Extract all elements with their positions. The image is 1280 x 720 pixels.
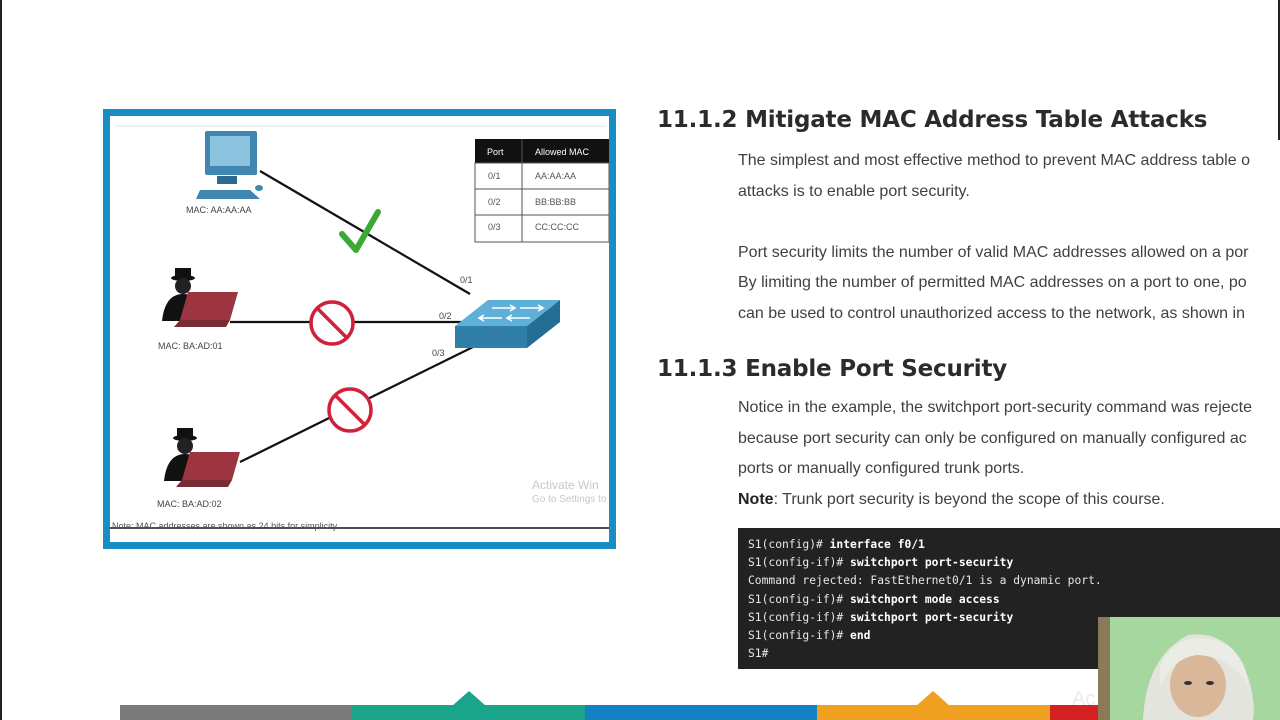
host-label-pc: MAC: AA:AA:AA bbox=[186, 205, 252, 215]
section-heading: 11.1.2 Mitigate MAC Address Table Attack… bbox=[657, 107, 1208, 133]
paragraph-line: because port security can only be config… bbox=[738, 430, 1247, 447]
paragraph-line: ports or manually configured trunk ports… bbox=[738, 460, 1025, 477]
table-cell: CC:CC:CC bbox=[535, 222, 579, 232]
bottom-bar-segment bbox=[817, 705, 1050, 720]
bottom-bar-segment bbox=[585, 705, 817, 720]
section-heading: 11.1.3 Enable Port Security bbox=[657, 356, 1008, 382]
note-line: Note: Trunk port security is beyond the … bbox=[738, 491, 1165, 509]
paragraph-line: Port security limits the number of valid… bbox=[738, 244, 1249, 261]
bottom-bar-segment bbox=[352, 705, 585, 720]
webcam-overlay bbox=[1098, 617, 1280, 720]
table-cell: BB:BB:BB bbox=[535, 197, 576, 207]
paragraph-line: The simplest and most effective method t… bbox=[738, 152, 1250, 169]
table-cell: 0/3 bbox=[488, 222, 501, 232]
activate-watermark-partial: Ac bbox=[1072, 688, 1096, 710]
topology-svg: 0/1 0/2 0/3 bbox=[110, 116, 609, 542]
port-label-0-3: 0/3 bbox=[432, 348, 445, 358]
check-icon bbox=[339, 209, 381, 253]
bottom-bar-segment bbox=[1050, 705, 1110, 720]
prohibit-icon bbox=[327, 387, 373, 433]
code-line: Command rejected: FastEthernet0/1 is a d… bbox=[748, 574, 1102, 588]
port-security-diagram: 0/1 0/2 0/3 bbox=[103, 109, 616, 549]
bar-marker-icon bbox=[452, 691, 486, 706]
activate-watermark: Activate Win bbox=[532, 478, 599, 492]
table-cell: 0/2 bbox=[488, 197, 501, 207]
host-label-attacker2: MAC: BA:AD:02 bbox=[157, 499, 222, 509]
note-text: : Trunk port security is beyond the scop… bbox=[773, 491, 1165, 508]
code-line: S1(config-if)# switchport port-security bbox=[748, 610, 1014, 624]
port-label-0-1: 0/1 bbox=[460, 275, 473, 285]
code-line: S1(config-if)# switchport mode access bbox=[748, 592, 1000, 606]
paragraph-line: Notice in the example, the switchport po… bbox=[738, 399, 1252, 416]
paragraph-line: By limiting the number of permitted MAC … bbox=[738, 274, 1247, 291]
attacker-icon bbox=[162, 268, 238, 327]
code-line: S1# bbox=[748, 647, 769, 661]
table-header-port: Port bbox=[487, 147, 504, 157]
right-border bbox=[1278, 0, 1280, 140]
code-line: S1(config-if)# end bbox=[748, 629, 871, 643]
table-cell: AA:AA:AA bbox=[535, 171, 576, 181]
code-line: S1(config-if)# switchport port-security bbox=[748, 556, 1014, 570]
allowed-mac-table: Port Allowed MAC 0/1 AA:AA:AA 0/2 BB:BB:… bbox=[474, 139, 609, 243]
attacker-icon bbox=[164, 428, 240, 487]
bottom-bar-segment bbox=[120, 705, 352, 720]
code-line: S1(config)# interface f0/1 bbox=[748, 538, 925, 551]
table-cell: 0/1 bbox=[488, 171, 501, 181]
note-label: Note bbox=[738, 491, 774, 508]
diagram-note: Note: MAC addresses are shown as 24 bits… bbox=[112, 521, 339, 531]
bar-marker-icon bbox=[916, 691, 950, 706]
activate-watermark-sub: Go to Settings to bbox=[532, 494, 607, 505]
pc-icon bbox=[196, 131, 263, 199]
presenter-video bbox=[1098, 617, 1280, 720]
paragraph-line: can be used to control unauthorized acce… bbox=[738, 305, 1245, 322]
paragraph-line: attacks is to enable port security. bbox=[738, 183, 970, 200]
left-border bbox=[0, 0, 2, 720]
table-header-mac: Allowed MAC bbox=[535, 147, 590, 157]
host-label-attacker1: MAC: BA:AD:01 bbox=[158, 341, 223, 351]
prohibit-icon bbox=[309, 300, 355, 346]
port-label-0-2: 0/2 bbox=[439, 311, 452, 321]
switch-icon bbox=[455, 300, 560, 348]
